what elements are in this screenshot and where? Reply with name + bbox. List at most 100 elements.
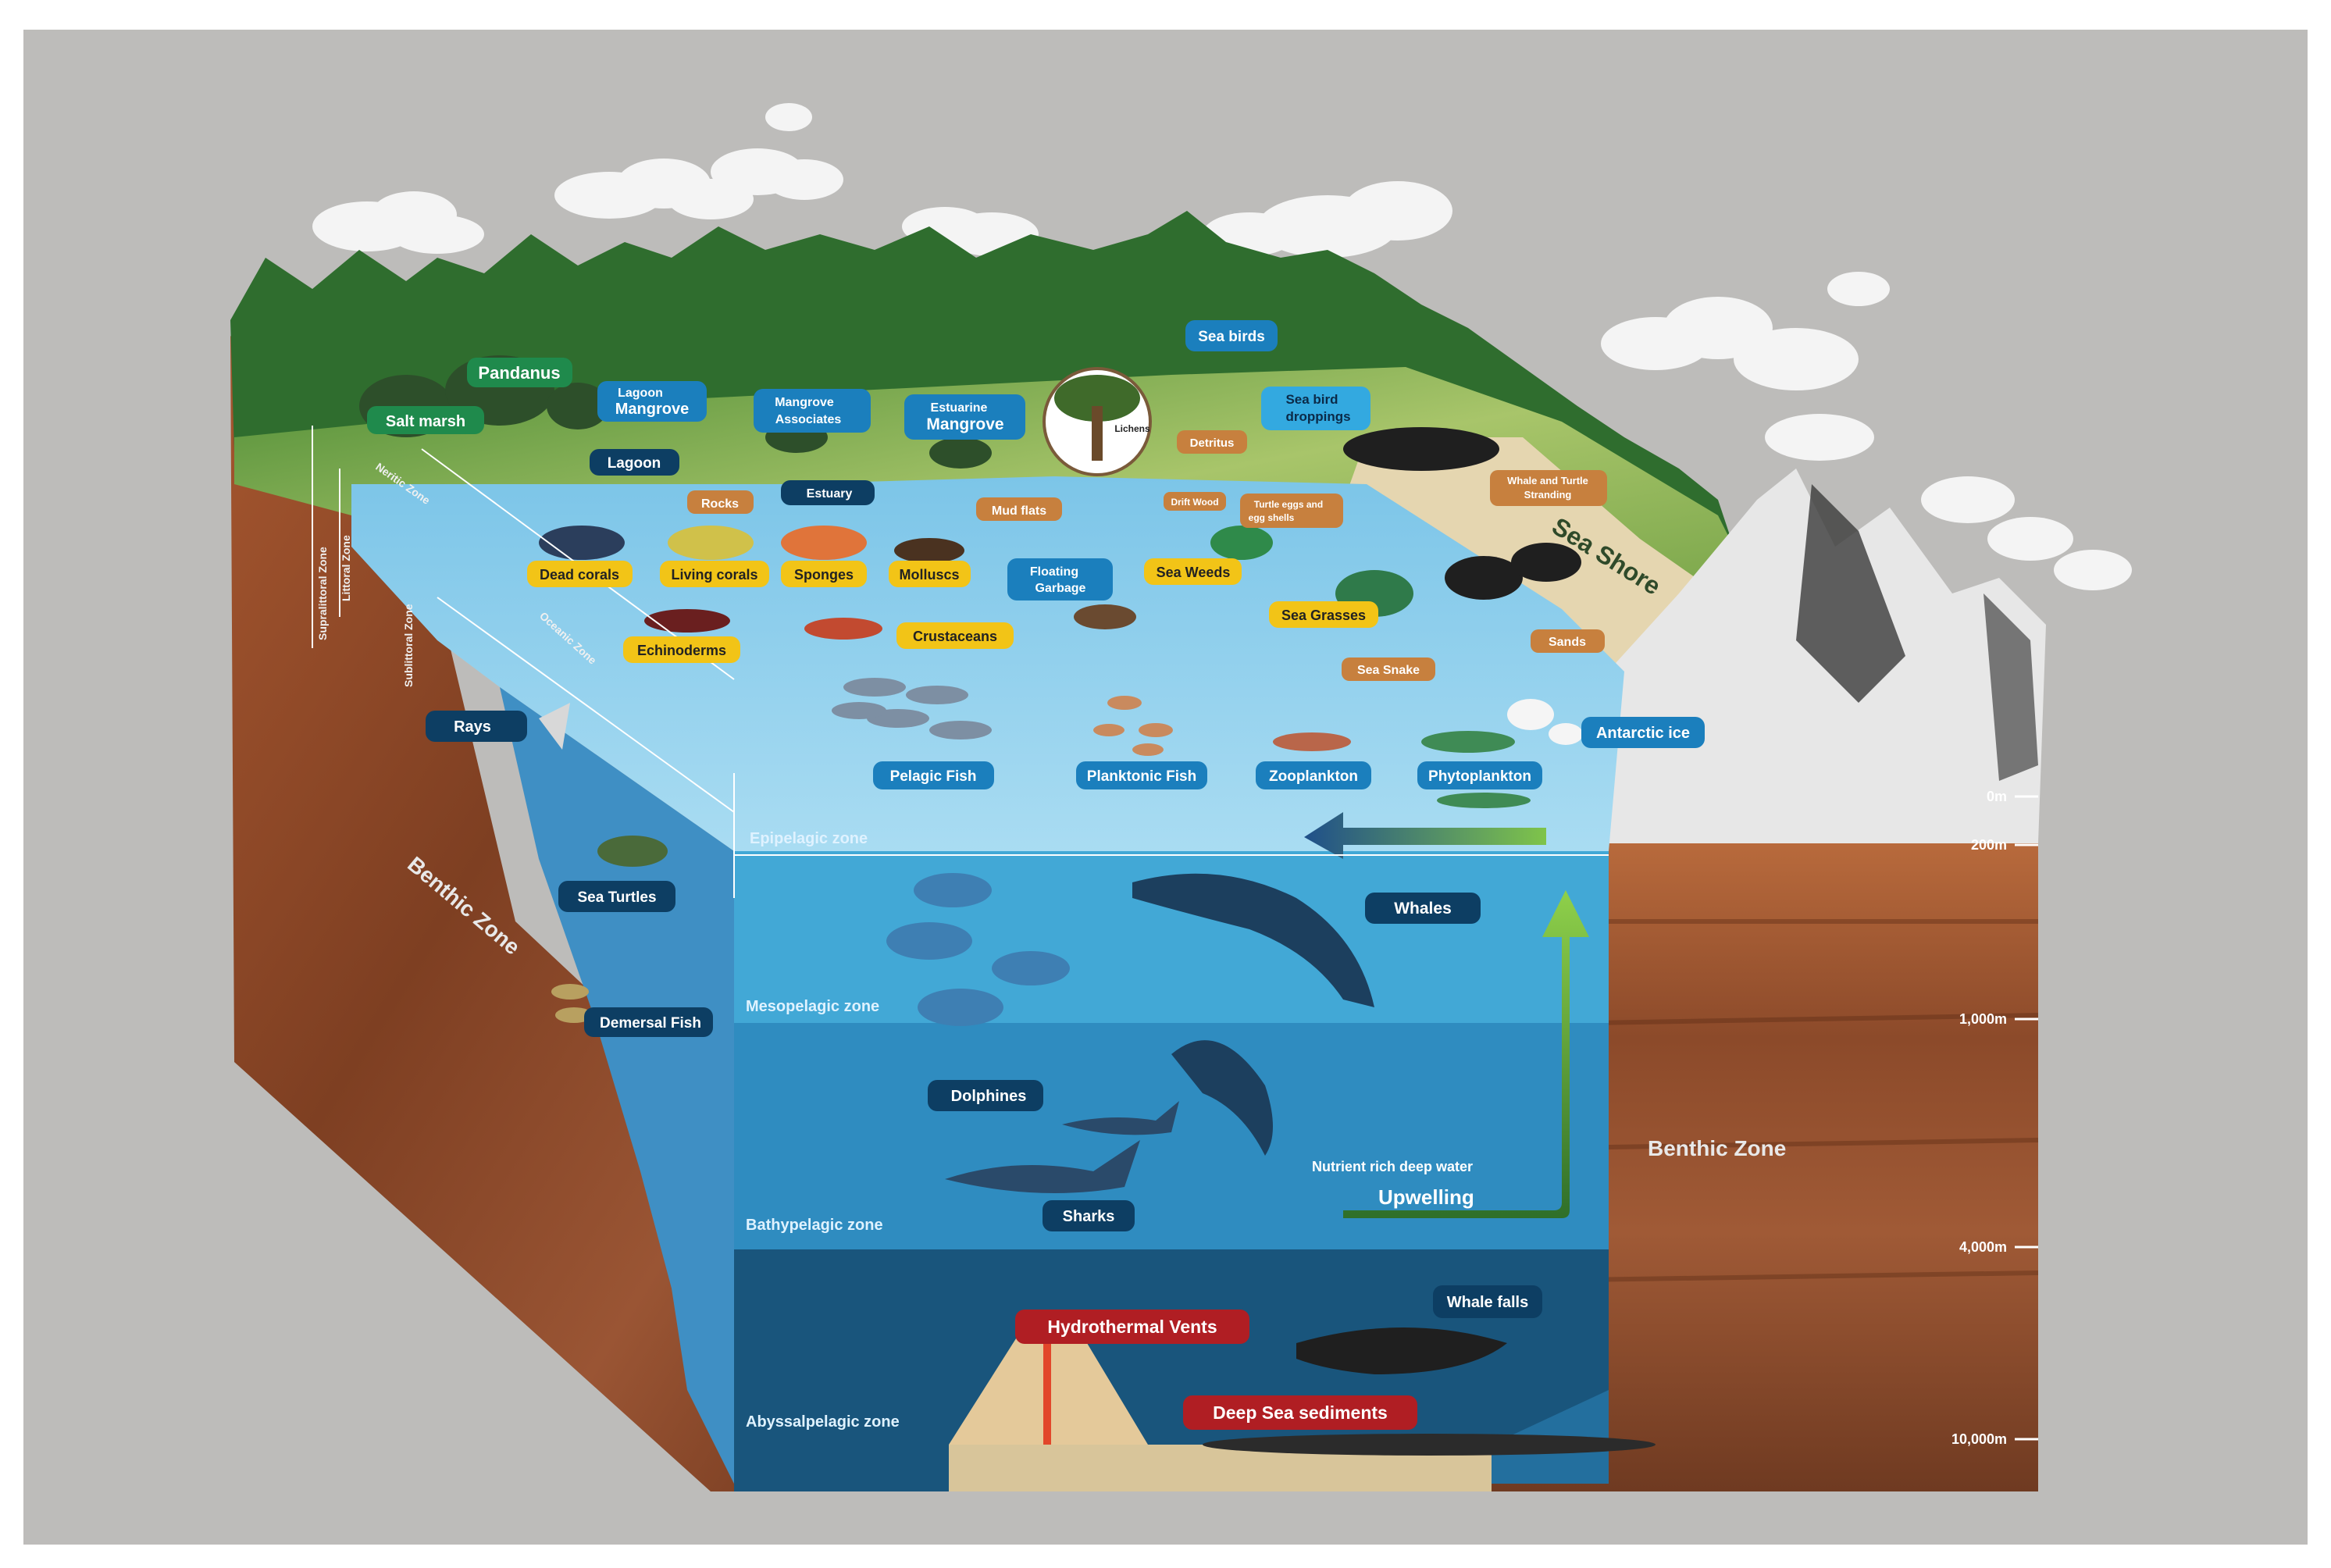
demersal-fish-illustration — [551, 984, 593, 1023]
depth-10000m: 10,000m — [1951, 1431, 2007, 1447]
antarctic-mountain-shade-2 — [1983, 593, 2038, 781]
svg-text:Deep Sea sediments: Deep Sea sediments — [1213, 1402, 1388, 1423]
lichens-tree — [1054, 375, 1140, 422]
tag-rocks: Rocks — [687, 490, 754, 514]
tag-pelagic-fish: Pelagic Fish — [873, 761, 994, 789]
tag-demersal-fish: Demersal Fish — [584, 1007, 713, 1037]
svg-text:Whales: Whales — [1394, 900, 1452, 918]
depth-1000m: 1,000m — [1959, 1011, 2007, 1027]
tag-pandanus: Pandanus — [467, 358, 572, 387]
antarctic-mountain-shade — [1796, 484, 1905, 703]
lichens-label: Lichens — [1114, 423, 1150, 434]
tag-sea-grasses: Sea Grasses — [1269, 601, 1378, 628]
svg-text:Floating: Floating — [1030, 565, 1078, 579]
svg-text:Sea Turtles: Sea Turtles — [577, 889, 656, 906]
shore-wildlife-illustration — [1343, 427, 1581, 600]
mesopelagic-zone-label: Mesopelagic zone — [746, 998, 879, 1015]
svg-text:Sea Grasses: Sea Grasses — [1281, 608, 1366, 623]
sea-turtle-illustration — [597, 836, 668, 867]
svg-text:Pelagic Fish: Pelagic Fish — [890, 768, 977, 785]
tag-crustaceans: Crustaceans — [896, 622, 1014, 649]
svg-text:Sea birds: Sea birds — [1198, 329, 1265, 345]
tag-molluscs: Molluscs — [889, 561, 971, 587]
svg-text:Rays: Rays — [454, 718, 491, 736]
littoral-zone-label: Littoral Zone — [340, 535, 352, 601]
tag-zooplankton: Zooplankton — [1256, 761, 1371, 789]
tag-sea-bird-droppings: Sea bird droppings — [1261, 387, 1370, 430]
lichens-trunk — [1092, 406, 1103, 461]
svg-text:Estuarine: Estuarine — [931, 401, 988, 415]
tag-whales: Whales — [1365, 893, 1481, 924]
abyssal-layer — [734, 1249, 1609, 1491]
svg-text:Dolphines: Dolphines — [951, 1088, 1027, 1105]
svg-text:Lagoon: Lagoon — [618, 387, 663, 400]
depth-scale: 0m 200m 1,000m 4,000m 10,000m — [1951, 789, 2038, 1447]
tag-sea-weeds: Sea Weeds — [1144, 558, 1242, 585]
tag-phytoplankton: Phytoplankton — [1417, 761, 1542, 789]
svg-text:Planktonic Fish: Planktonic Fish — [1087, 768, 1196, 785]
abyssalpelagic-zone-label: Abyssalpelagic zone — [746, 1413, 900, 1431]
svg-text:Demersal Fish: Demersal Fish — [600, 1015, 701, 1032]
water-left-face — [500, 687, 734, 1484]
planktonic-fish-illustration — [1093, 696, 1173, 756]
tag-antarctic-ice: Antarctic ice — [1581, 717, 1705, 748]
tag-floating-garbage: Floating Garbage — [1007, 558, 1113, 600]
svg-text:Pandanus: Pandanus — [478, 363, 560, 383]
tag-mangrove-associates: Mangrove Associates — [754, 389, 871, 433]
svg-text:Sands: Sands — [1549, 636, 1586, 649]
phytoplankton-illustration — [1421, 731, 1531, 808]
tag-living-corals: Living corals — [660, 561, 769, 587]
svg-text:Mangrove: Mangrove — [615, 401, 689, 418]
soil-strata — [1530, 919, 2039, 1283]
tag-planktonic-fish: Planktonic Fish — [1076, 761, 1207, 789]
svg-text:Sea Snake: Sea Snake — [1357, 664, 1420, 677]
dolphin-illustrations — [886, 873, 1070, 1026]
tag-sea-snake: Sea Snake — [1342, 657, 1435, 681]
svg-text:Antarctic ice: Antarctic ice — [1596, 725, 1690, 742]
whale-illustration — [1132, 873, 1374, 1156]
right-soil-cross-section — [1492, 843, 2038, 1491]
whale-fall-illustration — [1296, 1327, 1507, 1374]
clouds — [312, 103, 2132, 590]
supralittoral-zone-label: Supralittoral Zone — [316, 547, 329, 640]
tag-sponges: Sponges — [781, 561, 867, 587]
upwelling-label: Upwelling — [1378, 1185, 1474, 1209]
svg-text:Hydrothermal Vents: Hydrothermal Vents — [1047, 1317, 1217, 1337]
svg-text:droppings: droppings — [1285, 409, 1350, 424]
depth-4000m: 4,000m — [1959, 1239, 2007, 1255]
tag-turtle-eggs: Turtle eggs and egg shells — [1240, 494, 1343, 528]
svg-text:Whale and Turtle: Whale and Turtle — [1507, 475, 1588, 486]
svg-text:Rocks: Rocks — [701, 497, 739, 511]
svg-text:Estuary: Estuary — [807, 487, 853, 501]
svg-text:egg shells: egg shells — [1249, 512, 1295, 523]
tag-sands: Sands — [1531, 629, 1605, 653]
tag-dolphines: Dolphines — [928, 1080, 1043, 1111]
shark-illustrations — [945, 1101, 1179, 1193]
upwelling-arrow — [1343, 890, 1589, 1218]
zooplankton-illustration — [1273, 732, 1351, 751]
svg-text:Detritus: Detritus — [1190, 437, 1235, 450]
svg-text:Salt marsh: Salt marsh — [386, 413, 465, 430]
svg-text:Mangrove: Mangrove — [926, 415, 1003, 433]
depth-0m: 0m — [1987, 789, 2007, 804]
svg-text:Drift Wood: Drift Wood — [1171, 497, 1218, 508]
vent-plume — [1043, 1320, 1051, 1445]
svg-text:Living corals: Living corals — [671, 567, 757, 583]
tag-rays: Rays — [426, 711, 527, 742]
tag-whale-turtle-stranding: Whale and Turtle Stranding — [1490, 470, 1607, 506]
tag-hydrothermal-vents: Hydrothermal Vents — [1015, 1310, 1249, 1344]
tag-sea-turtles: Sea Turtles — [558, 881, 675, 912]
tag-sharks: Sharks — [1043, 1200, 1135, 1231]
svg-text:Phytoplankton: Phytoplankton — [1428, 768, 1531, 785]
svg-text:Sharks: Sharks — [1063, 1208, 1115, 1225]
svg-text:Turtle eggs and: Turtle eggs and — [1254, 499, 1323, 510]
tag-detritus: Detritus — [1177, 430, 1247, 454]
tag-drift-wood: Drift Wood — [1164, 492, 1226, 511]
epipelagic-zone-label: Epipelagic zone — [750, 830, 868, 847]
nutrient-rich-label: Nutrient rich deep water — [1312, 1159, 1473, 1174]
reef-illustrations — [539, 526, 1413, 640]
svg-text:Zooplankton: Zooplankton — [1269, 768, 1358, 785]
tag-dead-corals: Dead corals — [527, 561, 633, 587]
svg-text:Garbage: Garbage — [1035, 582, 1086, 595]
